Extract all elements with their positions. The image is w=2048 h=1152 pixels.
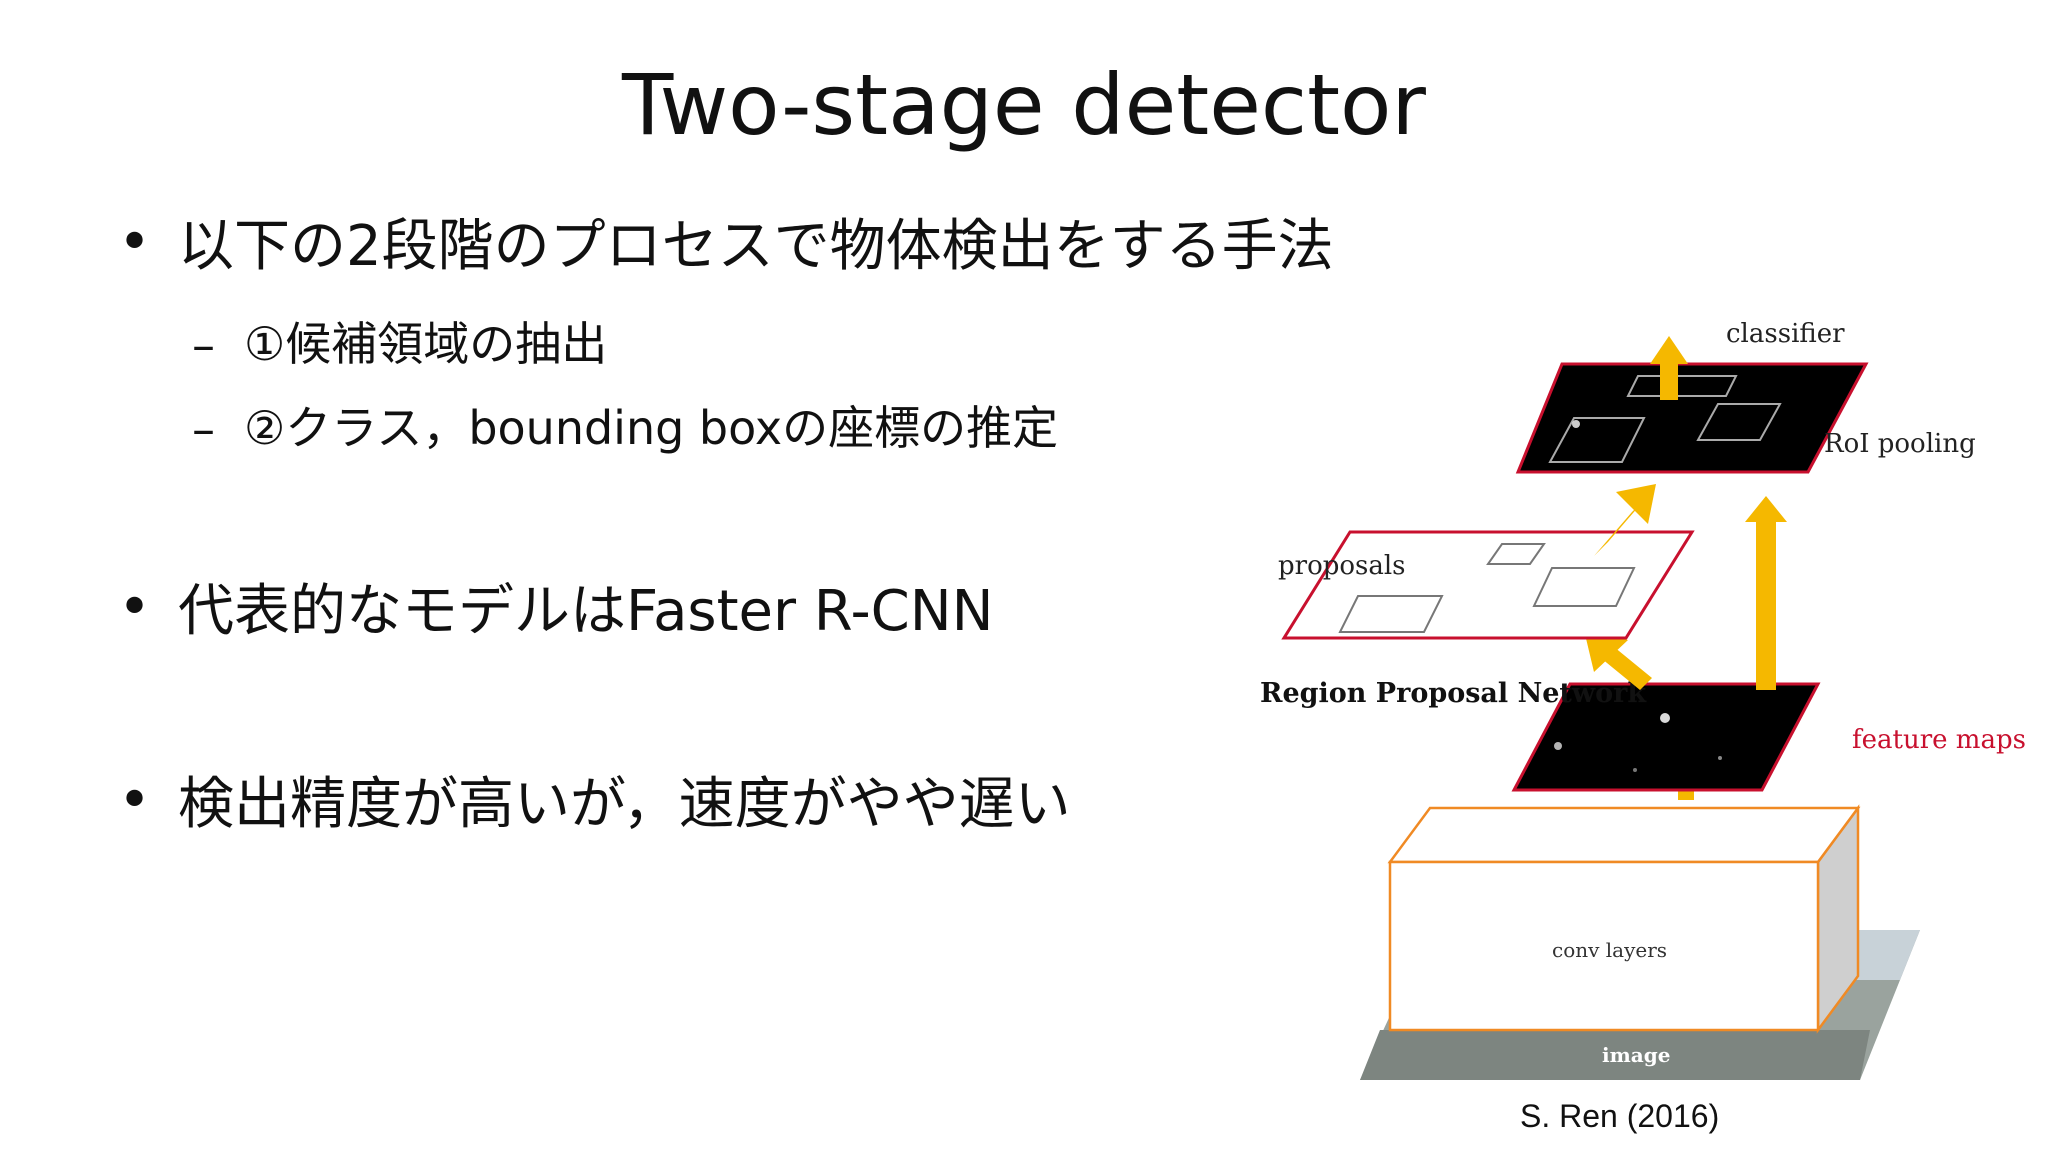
arrow-icon [1650,336,1688,400]
classifier-label: classifier [1726,319,1845,349]
conv-layers-label: conv layers [1552,938,1667,962]
image-label: image [1602,1043,1670,1067]
bullet-1-sub-1: ①候補領域の抽出 [244,317,608,371]
bullet-dot: • [118,768,152,833]
bullet-dot: • [118,210,152,275]
proposals-label: proposals [1278,551,1406,581]
faster-rcnn-diagram: conv layers image Region Proposal Networ… [1260,319,2026,1080]
arrow-icon [1594,484,1656,556]
arrow-icon [1745,496,1787,690]
feature-maps-plane [1511,682,1821,792]
proposals-plane [1281,530,1695,640]
arrow-icon [1584,630,1652,690]
sub-dash: – [192,402,215,456]
bullet-dot: • [118,575,152,640]
bullet-1-sub-2: ②クラス，bounding boxの座標の推定 [244,401,1059,455]
rpn-label: Region Proposal Network [1260,678,1647,709]
roi-pooling-plane [1515,362,1869,474]
slide-title: Two-stage detector [622,56,1426,154]
bullet-3-text: 検出精度が高いが，速度がやや遅い [178,772,1071,837]
figure-caption: S. Ren (2016) [1520,1098,1720,1134]
roi-pooling-label: RoI pooling [1824,429,1976,459]
bullet-1-text: 以下の2段階のプロセスで物体検出をする手法 [178,214,1334,279]
bullet-2-text: 代表的なモデルはFaster R-CNN [178,579,994,644]
conv-layers-box [1387,804,1861,1034]
sub-dash: – [192,318,215,372]
feature-maps-label: feature maps [1852,725,2026,755]
